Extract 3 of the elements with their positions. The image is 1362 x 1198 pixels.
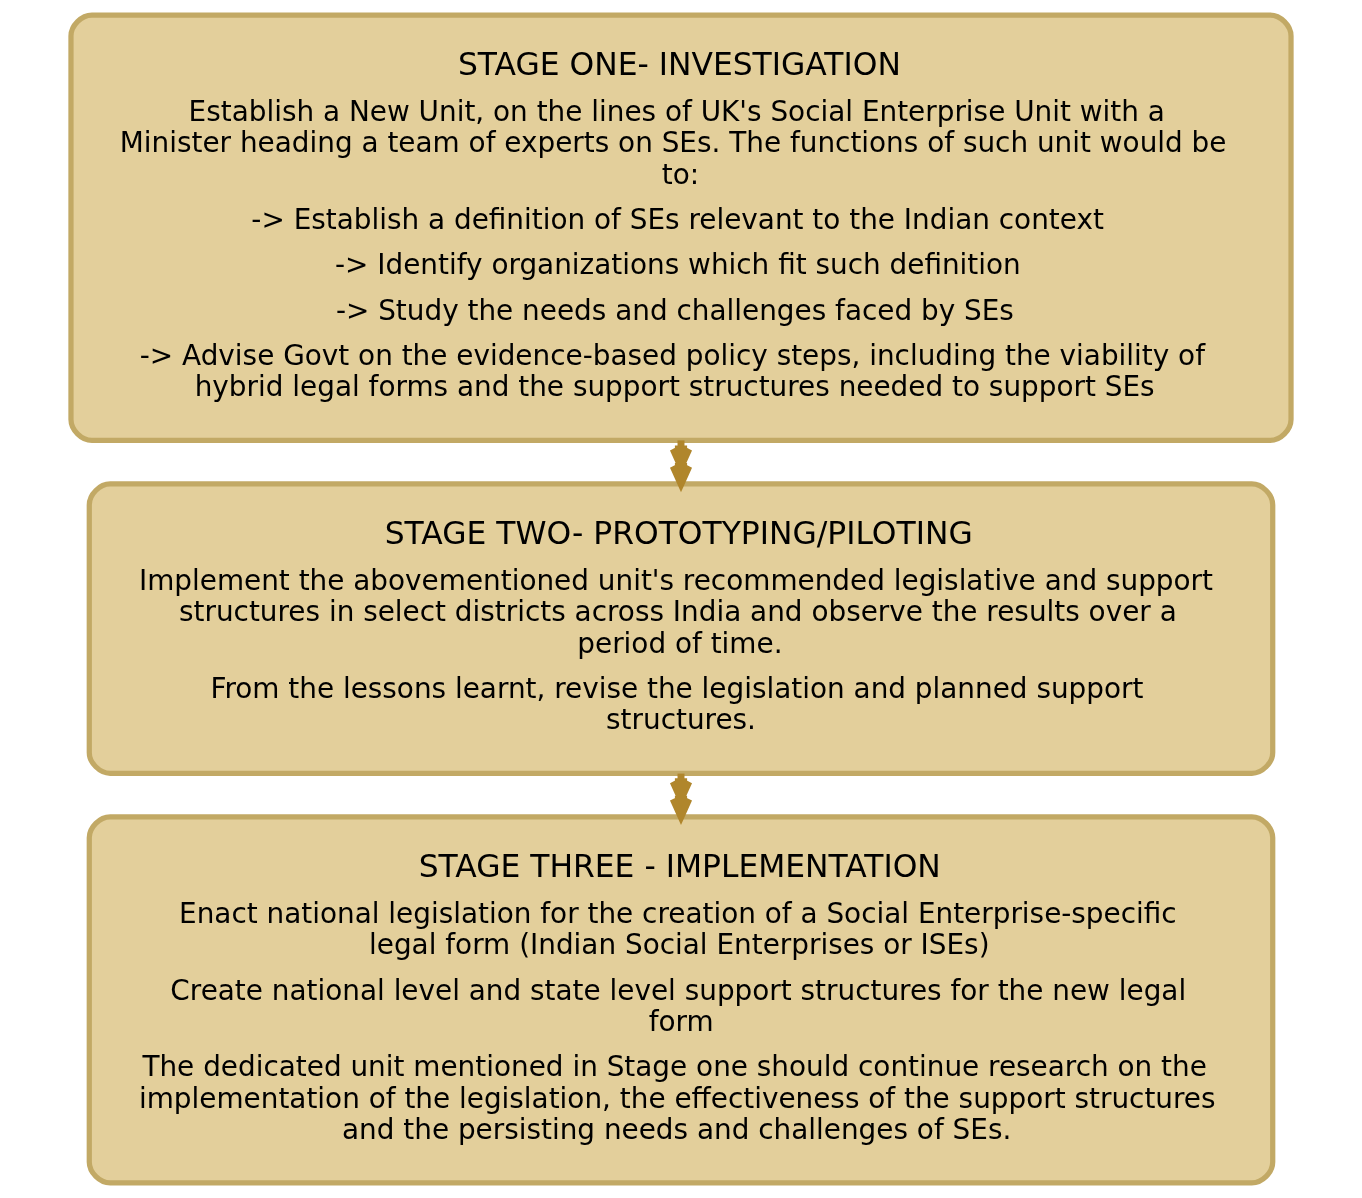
node-box: STAGE TWO- PROTOTYPING/PILOTING Implement the abovementioned unit's recommended legislative and support structures in select districts across India and observe the results over a period of time. From the lessons learnt, revise the legislation and planned support structures. bbox=[86, 481, 1276, 776]
node-box: STAGE ONE- INVESTIGATION Establish a New Unit, on the lines of UK's Social Enterprise Unit with a Minister heading a team of experts on SEs. The functions of such unit would be to: -> Establish a definition of SEs relevant to the Indian context -> Identify organizations which fit such definition -> Study the needs and challenges faced by SEs -> Advise Govt on the evidence-based policy steps, including the viability of hybrid legal forms and the support structures needed to support SEs bbox=[68, 12, 1294, 443]
node-box: STAGE THREE - IMPLEMENTATION Enact national legislation for the creation of a Social Enterprise-specific legal form (Indian Social Enterprises or ISEs) Create national level and state level support structures for the new legal form The dedicated unit mentioned in Stage one should continue research on the implementation of the legislation, the effectiveness of the support structures and the persisting needs and challenges of SEs. bbox=[86, 814, 1276, 1186]
